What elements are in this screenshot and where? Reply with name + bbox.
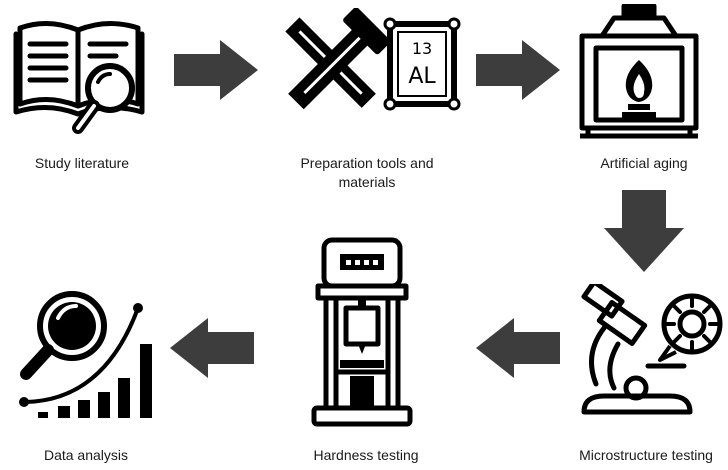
- analytics-icon: [19, 291, 152, 418]
- step-label-aging: Artificial aging: [600, 155, 688, 171]
- step-label-preparation: Preparation tools and materials: [300, 155, 434, 190]
- element-number: 13: [412, 39, 432, 58]
- arrow-right-1: [174, 40, 258, 100]
- element-symbol: AL: [408, 64, 436, 89]
- hammer-tools-aluminium-icon: 13 AL: [285, 8, 461, 111]
- hardness-tester-icon: [311, 237, 413, 427]
- step-label-study: Study literature: [34, 155, 130, 171]
- book-magnifier-icon: [13, 21, 145, 134]
- furnace-icon: [579, 4, 699, 139]
- arrow-right-2: [476, 40, 560, 100]
- arrow-left-1: [476, 318, 560, 378]
- arrow-down: [604, 190, 684, 272]
- microscope-icon: [581, 284, 723, 415]
- step-label-hardness: Hardness testing: [313, 447, 419, 463]
- arrow-left-2: [170, 318, 254, 378]
- step-label-microstructure: Microstructure testing: [579, 447, 713, 463]
- step-label-analysis: Data analysis: [43, 447, 129, 463]
